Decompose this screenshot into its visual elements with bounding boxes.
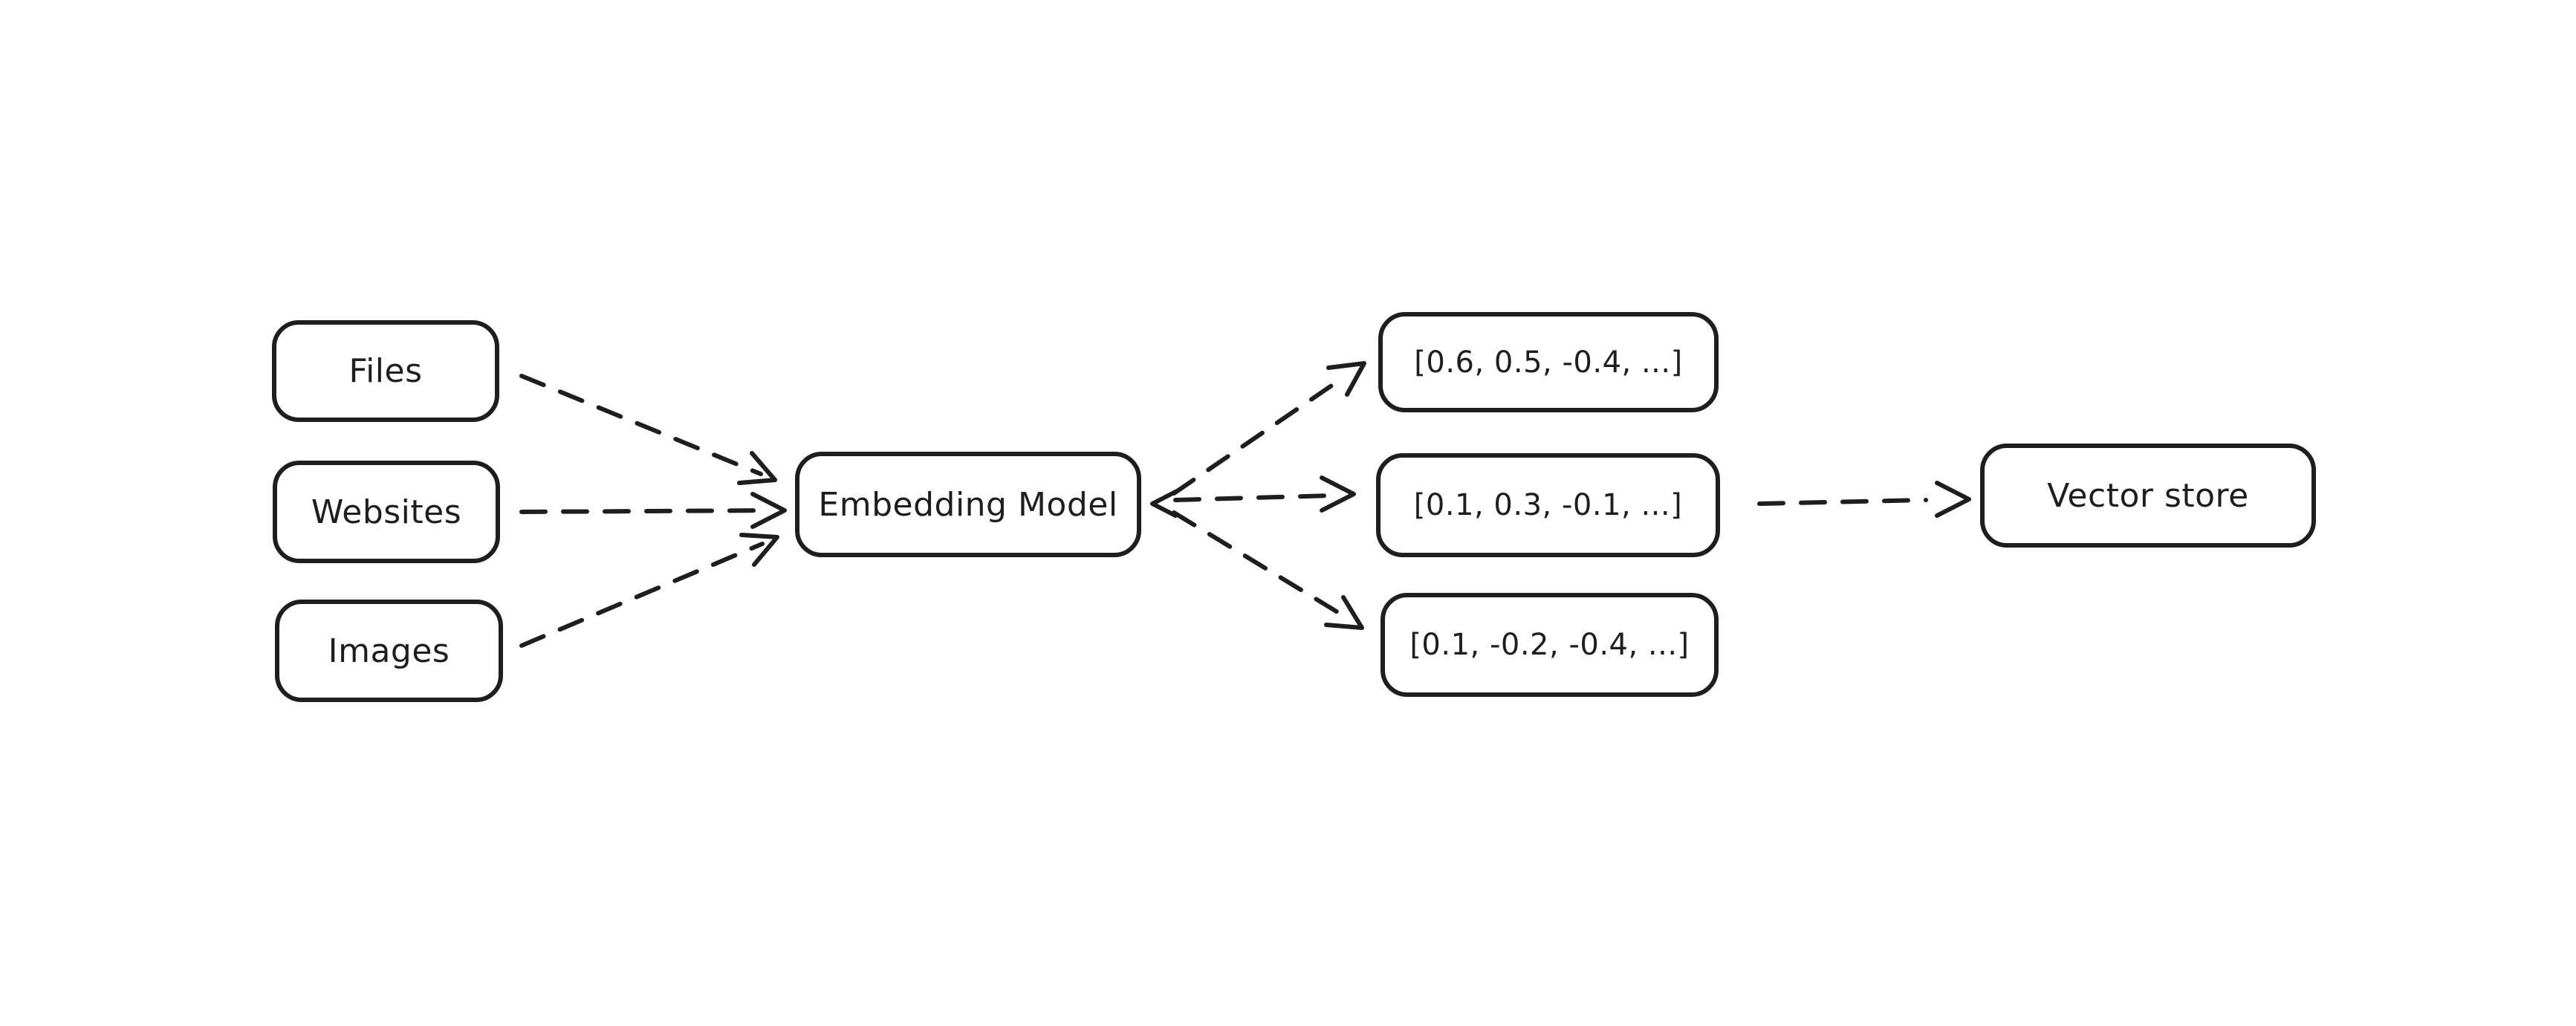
node-vector3: [0.1, -0.2, -0.4, ...]	[1381, 593, 1719, 697]
node-websites-label: Websites	[311, 493, 462, 531]
arrow-head	[737, 451, 777, 485]
arrow-line	[1172, 380, 1338, 496]
arrow-embedding-to-vector2	[1173, 475, 1356, 513]
arrow-vectors-to-embedding-head	[1150, 490, 1178, 518]
node-vector1: [0.6, 0.5, -0.4, ...]	[1378, 312, 1719, 412]
arrow-files-to-embedding	[519, 374, 777, 485]
node-images-label: Images	[328, 631, 450, 670]
node-files: Files	[272, 320, 499, 422]
arrow-line	[1757, 498, 1928, 506]
node-vector-store: Vector store	[1980, 444, 2316, 548]
node-vector2-label: [0.1, 0.3, -0.1, ...]	[1413, 488, 1683, 522]
arrow-embedding-to-vector3	[1172, 510, 1364, 630]
arrow-head	[1320, 475, 1356, 513]
node-embedding-model: Embedding Model	[795, 452, 1141, 557]
arrow-head	[750, 492, 787, 529]
arrow-websites-to-embedding	[519, 492, 787, 529]
arrow-head	[739, 533, 779, 567]
node-vector1-label: [0.6, 0.5, -0.4, ...]	[1414, 345, 1683, 380]
arrow-head	[1150, 490, 1178, 518]
node-embedding-model-label: Embedding Model	[818, 485, 1118, 524]
arrow-line	[1173, 493, 1334, 502]
arrow-vector2-to-vector-store	[1757, 481, 1971, 518]
node-vector2: [0.1, 0.3, -0.1, ...]	[1376, 453, 1720, 557]
arrow-line	[1172, 510, 1341, 615]
arrow-head	[1935, 481, 1971, 518]
node-websites: Websites	[273, 461, 500, 563]
node-images: Images	[275, 600, 503, 702]
arrow-line	[519, 374, 763, 476]
arrow-line	[519, 508, 770, 514]
node-vector3-label: [0.1, -0.2, -0.4, ...]	[1409, 628, 1690, 662]
arrow-head	[1324, 595, 1364, 630]
arrow-line	[519, 542, 765, 648]
arrow-images-to-embedding	[519, 533, 779, 648]
node-vector-store-label: Vector store	[2047, 476, 2249, 515]
arrow-head	[1326, 361, 1366, 397]
node-files-label: Files	[348, 352, 423, 390]
arrow-embedding-to-vector1	[1172, 361, 1366, 496]
